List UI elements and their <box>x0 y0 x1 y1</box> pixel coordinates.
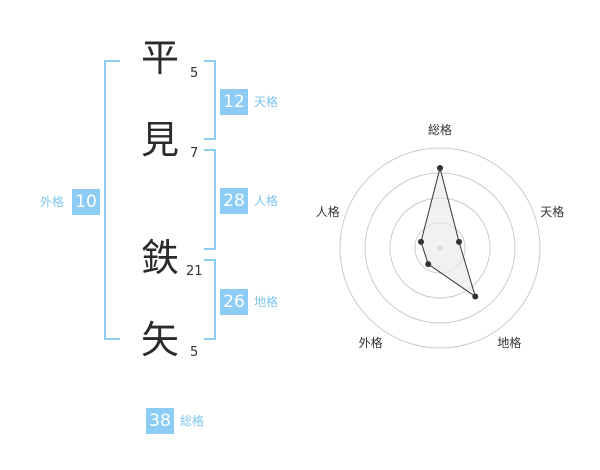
radar-axis-label-5: 人格 <box>315 204 340 219</box>
radar-point-3 <box>472 293 479 300</box>
soukaku-value-badge: 38 <box>146 408 174 434</box>
radar-axis-label-2: 天格 <box>540 204 565 219</box>
name-char-1: 平 <box>140 36 179 80</box>
jinkaku-value-badge: 28 <box>220 188 248 214</box>
radar-polygon <box>420 167 477 298</box>
stroke-count-1: 5 <box>190 66 199 81</box>
tenkaku-value-badge: 12 <box>220 89 248 115</box>
radar-axis-label-3: 地格 <box>497 336 522 351</box>
radar-point-1 <box>437 165 443 171</box>
chikaku-value-badge: 26 <box>220 289 248 315</box>
radar-ring-4 <box>339 147 541 349</box>
gaikaku-label: 外格 <box>40 195 65 209</box>
jinkaku-bracket <box>204 149 216 250</box>
radar-point-2 <box>456 238 463 245</box>
stroke-count-2: 7 <box>190 146 199 161</box>
radar-axis-label-1: 総格 <box>428 123 453 137</box>
radar-point-5 <box>417 238 424 245</box>
soukaku-label: 総格 <box>180 414 205 428</box>
name-char-4: 矢 <box>140 318 179 362</box>
tenkaku-bracket <box>204 60 216 140</box>
gaikaku-bracket <box>104 60 120 340</box>
stroke-count-3: 21 <box>186 264 203 279</box>
jinkaku-label: 人格 <box>254 194 279 208</box>
stroke-count-4: 5 <box>190 345 199 360</box>
gaikaku-value-badge: 10 <box>72 189 100 215</box>
tenkaku-label: 天格 <box>254 95 279 109</box>
name-char-3: 鉄 <box>140 236 179 280</box>
radar-point-4 <box>425 261 432 268</box>
radar-axis-label-4: 外格 <box>358 336 383 351</box>
name-char-2: 見 <box>140 118 179 162</box>
chikaku-label: 地格 <box>254 295 279 309</box>
chikaku-bracket <box>204 259 216 340</box>
